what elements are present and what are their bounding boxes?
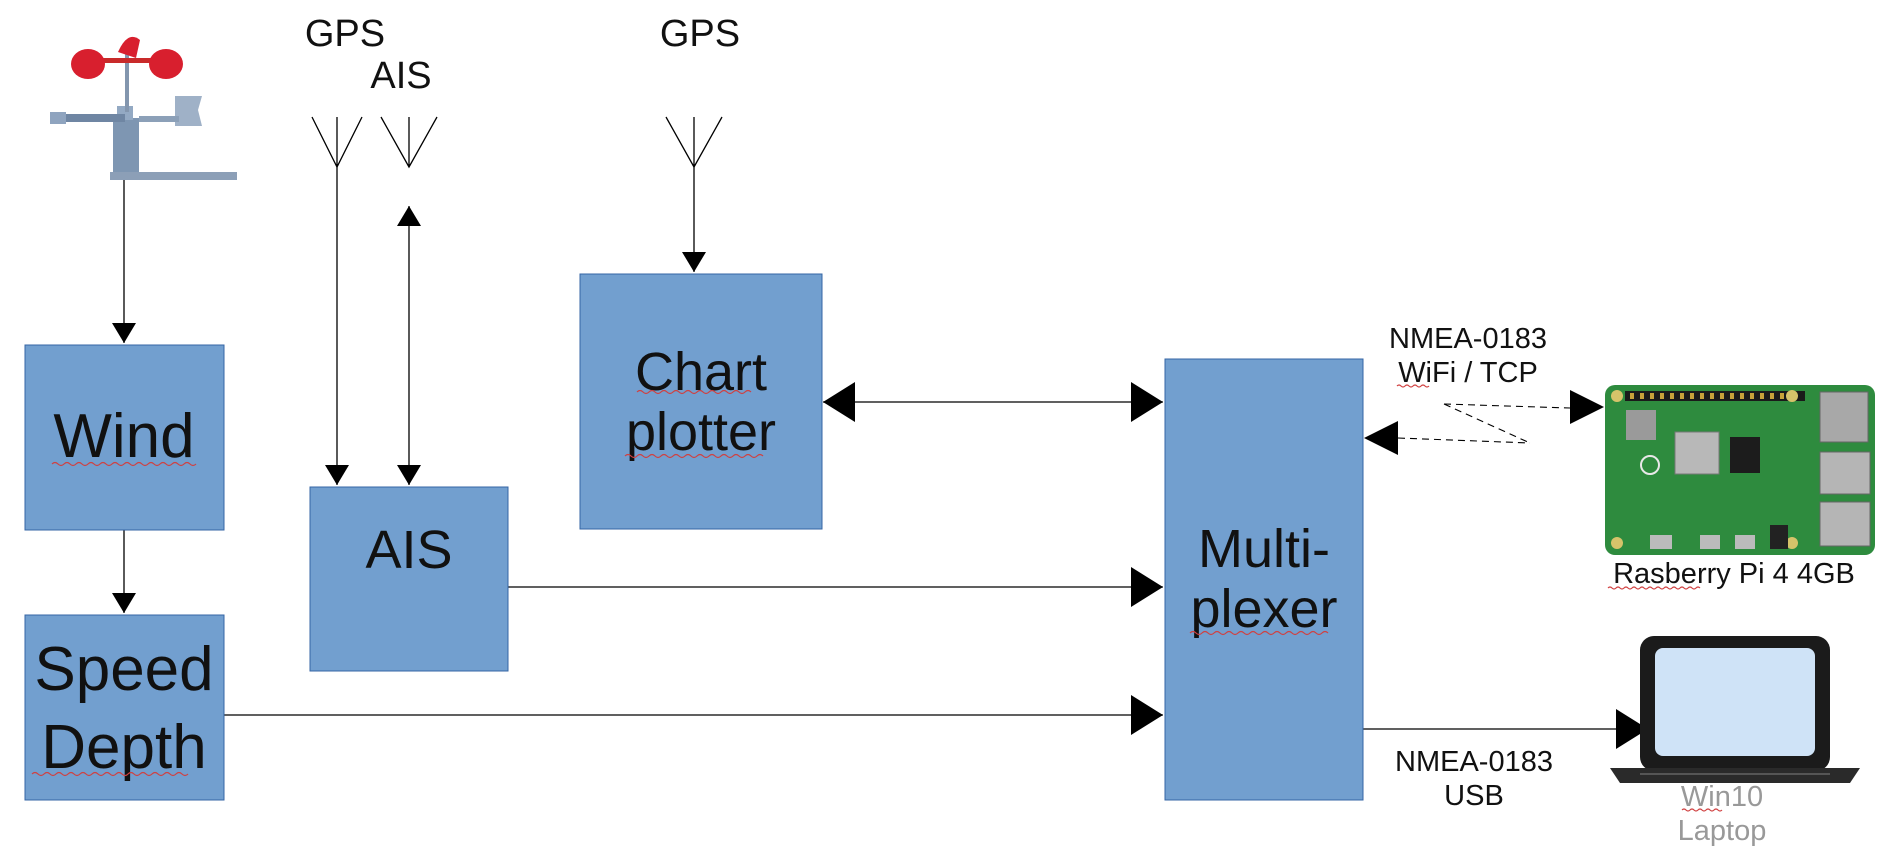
- multiplexer-box: Multi- plexer: [1164, 358, 1364, 801]
- nmea-wifi-label-line1: NMEA-0183: [1389, 323, 1547, 355]
- arrowhead-cp-left: [823, 382, 855, 422]
- arrowhead-ais-up: [397, 206, 421, 226]
- chart-label: Chart: [635, 342, 767, 402]
- arrowhead-wifi-to-mux: [1364, 421, 1398, 455]
- arrowhead-cp-right: [1131, 382, 1163, 422]
- raspberry-pi-board-icon: [1605, 385, 1875, 555]
- arrowheads: [112, 206, 1648, 749]
- arrowhead-wind: [112, 323, 136, 343]
- antenna-icon: [380, 116, 438, 169]
- raspberry-pi-label: Rasberry Pi 4 4GB: [1613, 558, 1855, 590]
- nmea-usb-label-line1: NMEA-0183: [1395, 746, 1553, 778]
- arrowhead-ais-gps: [325, 465, 349, 485]
- antenna-icon: [311, 116, 363, 169]
- gps-label-right: GPS: [660, 13, 740, 55]
- wind-box: Wind: [24, 344, 225, 531]
- antenna-icon: [665, 116, 723, 169]
- chart-plotter-box: Chart plotter: [579, 273, 823, 530]
- ais-box: AIS: [309, 486, 509, 672]
- depth-label: Depth: [41, 713, 206, 782]
- wifi-link: [1397, 403, 1571, 444]
- connections: [119, 167, 1648, 734]
- gps-label-left: GPS: [305, 13, 385, 55]
- wind-label: Wind: [53, 402, 194, 471]
- nmea-wifi-label-line2: WiFi / TCP: [1398, 357, 1538, 389]
- arrowhead-wifi-to-pi: [1570, 390, 1604, 424]
- arrowhead-chartplotter: [682, 252, 706, 272]
- arrowhead-speed-mux: [1131, 695, 1163, 735]
- arrowhead-ais-down: [397, 465, 421, 485]
- speed-label: Speed: [34, 635, 213, 704]
- multi-label: Multi-: [1198, 519, 1330, 579]
- arrowhead-speed: [112, 593, 136, 613]
- ais-box-label: AIS: [365, 520, 452, 580]
- speed-depth-box: Speed Depth: [24, 614, 225, 801]
- anemometer-icon: [50, 36, 237, 180]
- laptop-label-line1: Win10: [1681, 781, 1763, 813]
- plexer-label: plexer: [1190, 579, 1337, 639]
- nmea-usb-label-line2: USB: [1444, 780, 1504, 812]
- arrowhead-ais-mux: [1131, 567, 1163, 607]
- laptop-label-line2: Laptop: [1678, 815, 1767, 847]
- laptop-icon: [1610, 636, 1860, 783]
- arrowhead-laptop: [1616, 709, 1648, 749]
- ais-antenna-label: AIS: [370, 55, 431, 97]
- plotter-label: plotter: [626, 402, 776, 462]
